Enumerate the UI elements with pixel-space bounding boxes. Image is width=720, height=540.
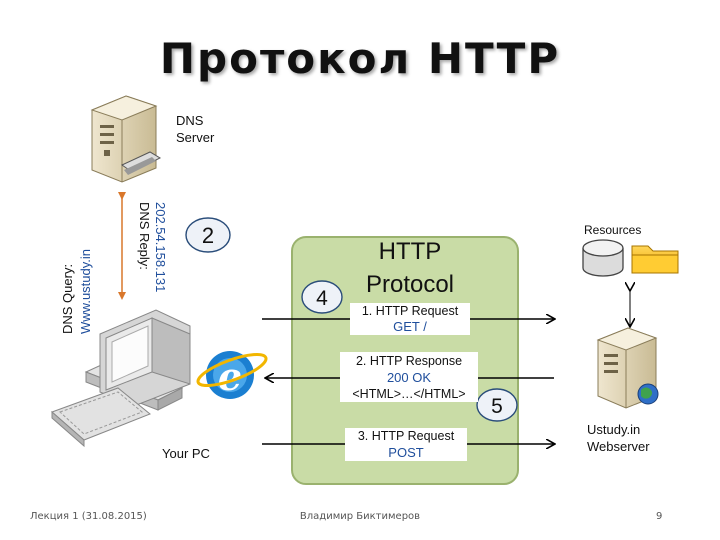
browser-logo-icon: e xyxy=(196,351,268,399)
dns-query-host: Www.ustudy.in xyxy=(78,249,93,334)
protocol-title-line1: HTTP xyxy=(379,238,442,265)
dns-server-icon xyxy=(90,95,162,183)
footer-page-number: 9 xyxy=(656,511,663,522)
message-3-title: 3. HTTP Request xyxy=(358,429,455,443)
message-2-title: 2. HTTP Response xyxy=(356,354,462,368)
dns-query-label: DNS Query: xyxy=(60,264,75,334)
message-1-title: 1. HTTP Request xyxy=(362,304,459,318)
webserver-icon xyxy=(596,327,659,409)
svg-text:5: 5 xyxy=(491,395,503,418)
pc-label: Your PC xyxy=(162,446,210,461)
protocol-title-line2: Protocol xyxy=(366,271,454,298)
message-2-body-1: 200 OK xyxy=(387,370,431,385)
message-1: 1. HTTP Request GET / xyxy=(350,303,470,335)
svg-text:4: 4 xyxy=(316,287,328,310)
message-3: 3. HTTP Request POST xyxy=(345,428,467,461)
webserver-label-1: Ustudy.in xyxy=(587,422,640,437)
message-1-body: GET / xyxy=(393,319,427,334)
step-2-badge: 2 xyxy=(185,217,231,253)
step-5-badge: 5 xyxy=(476,388,518,422)
resources-label: Resources xyxy=(584,223,641,237)
dns-reply-label: DNS Reply: xyxy=(137,202,152,270)
webserver-label-2: Webserver xyxy=(587,439,650,454)
message-2-body-2: <HTML>…</HTML> xyxy=(352,387,465,401)
message-3-body: POST xyxy=(388,445,423,460)
svg-text:2: 2 xyxy=(202,223,214,248)
computer-icon xyxy=(51,309,191,448)
folder-icon xyxy=(631,245,679,274)
dns-server-label-2: Server xyxy=(176,130,215,145)
slide-title: Протокол HTTP xyxy=(159,34,561,83)
footer-lecture: Лекция 1 (31.08.2015) xyxy=(30,511,147,522)
footer-author: Владимир Биктимеров xyxy=(299,511,421,522)
dns-reply-ip: 202.54.158.131 xyxy=(153,202,168,292)
database-icon xyxy=(582,239,624,277)
dns-server-label-1: DNS xyxy=(176,113,204,128)
message-2: 2. HTTP Response 200 OK <HTML>…</HTML> xyxy=(340,352,478,402)
step-4-badge: 4 xyxy=(301,280,343,314)
